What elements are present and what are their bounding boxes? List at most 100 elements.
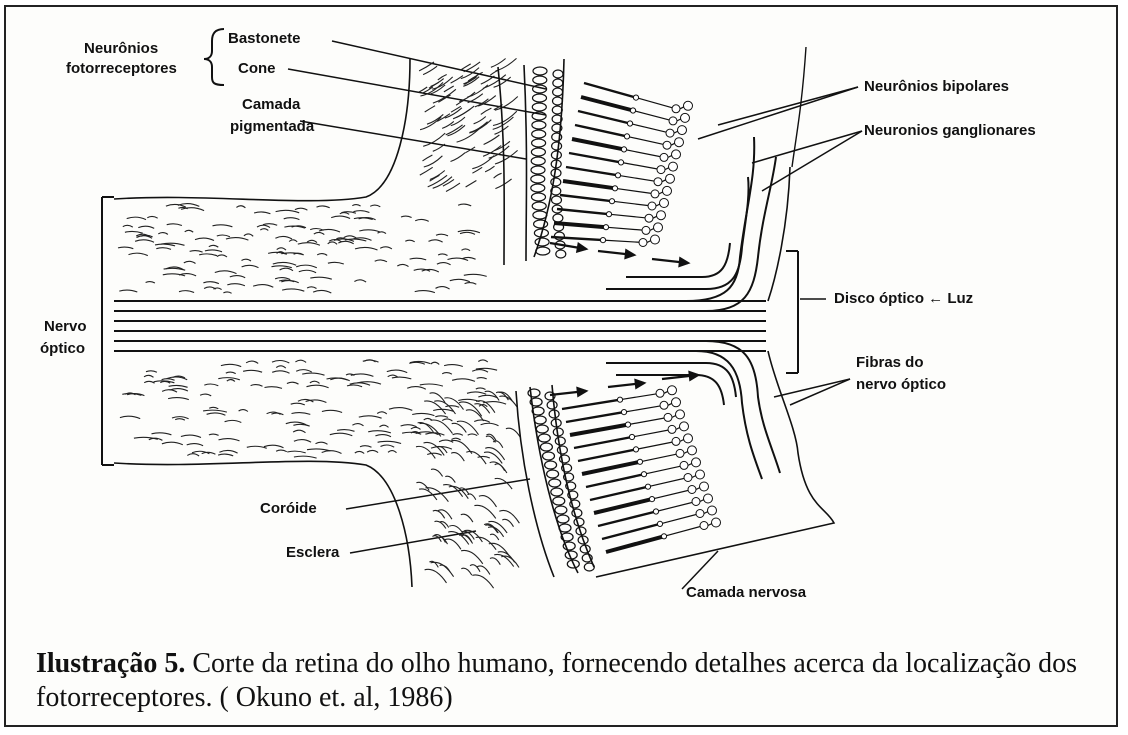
bipolar-neuron — [645, 214, 653, 222]
texture-stroke — [477, 378, 487, 379]
texture-stroke — [381, 445, 395, 447]
pigment-cell — [532, 103, 546, 111]
ganglion-neuron — [675, 138, 684, 147]
receptor-axon — [664, 526, 704, 537]
texture-stroke — [242, 259, 252, 261]
pigment-cell — [553, 214, 563, 222]
pigment-cell — [572, 509, 582, 517]
rod-cell — [560, 195, 612, 201]
texture-stroke — [438, 254, 447, 256]
texture-stroke — [199, 254, 217, 256]
texture-stroke — [293, 430, 305, 432]
texture-stroke — [359, 416, 382, 418]
texture-stroke — [453, 434, 463, 436]
texture-stroke — [446, 183, 460, 191]
texture-stroke — [424, 401, 445, 414]
texture-stroke — [272, 266, 292, 268]
texture-stroke — [405, 240, 414, 242]
rod-cell — [569, 153, 621, 162]
cone-cell — [581, 97, 633, 111]
receptor-nucleus — [633, 447, 638, 452]
texture-stroke — [296, 370, 312, 372]
texture-stroke — [445, 406, 459, 408]
ganglion-neuron — [657, 211, 666, 220]
texture-stroke — [162, 379, 175, 381]
ganglion-neuron — [678, 126, 687, 135]
texture-stroke — [337, 430, 354, 432]
texture-stroke — [338, 241, 353, 243]
rod-cell — [578, 111, 630, 124]
texture-stroke — [218, 454, 233, 456]
bipolar-neuron — [672, 105, 680, 113]
disco-optico-bracket — [786, 251, 798, 373]
receptor-axon — [603, 240, 643, 242]
receptor-axon — [624, 405, 664, 412]
texture-stroke — [452, 379, 475, 382]
texture-stroke — [209, 245, 219, 247]
receptor-axon — [636, 441, 676, 449]
texture-stroke — [257, 225, 270, 227]
bipolar-neuron — [660, 153, 668, 161]
texture-stroke — [190, 251, 203, 253]
texture-stroke — [221, 364, 241, 366]
texture-stroke — [299, 270, 316, 272]
label-cone: Cone — [238, 60, 276, 77]
receptor-nucleus — [625, 422, 630, 427]
texture-stroke — [346, 374, 354, 376]
rod-cell — [590, 487, 648, 500]
cone-cell — [606, 536, 664, 552]
texture-stroke — [330, 378, 349, 381]
texture-stroke — [307, 385, 329, 388]
texture-stroke — [450, 279, 470, 281]
receptor-nucleus — [606, 212, 611, 217]
texture-stroke — [355, 451, 364, 453]
pigment-cell — [553, 497, 565, 505]
label-bastonete: Bastonete — [228, 30, 301, 47]
receptor-axon — [630, 124, 670, 134]
texture-stroke — [495, 126, 509, 134]
texture-stroke — [209, 434, 219, 435]
pigment-cell — [547, 401, 557, 409]
texture-stroke — [120, 416, 140, 418]
texture-stroke — [499, 396, 517, 407]
texture-stroke — [284, 218, 300, 220]
texture-stroke — [277, 248, 286, 250]
cone-cell — [554, 223, 606, 227]
texture-stroke — [298, 243, 320, 246]
texture-stroke — [490, 558, 500, 565]
receptor-axon — [633, 111, 673, 121]
texture-stroke — [458, 204, 471, 206]
texture-stroke — [287, 451, 306, 453]
texture-stroke — [474, 117, 486, 124]
pigment-cell — [545, 461, 557, 469]
texture-stroke — [491, 59, 506, 68]
texture-stroke — [465, 283, 477, 285]
texture-stroke — [152, 433, 172, 435]
label-camada-nervosa: Camada nervosa — [686, 584, 807, 601]
bipolar-neuron — [696, 510, 704, 518]
pigment-cell — [551, 488, 563, 496]
label-neuronios-ganglionares: Neuronios ganglionares — [864, 122, 1036, 139]
texture-stroke — [310, 277, 332, 279]
pigment-cell — [535, 238, 549, 246]
pigment-cell — [584, 563, 594, 571]
texture-stroke — [479, 496, 497, 507]
label-neuronios-bipolares: Neurônios bipolares — [864, 78, 1009, 95]
texture-stroke — [276, 366, 286, 368]
svg-text:Neurônios: Neurônios — [84, 40, 158, 57]
ganglion-neuron — [669, 162, 678, 171]
texture-stroke — [447, 125, 465, 136]
light-arrowhead — [626, 250, 635, 258]
nervo-optico-bracket — [102, 197, 114, 465]
texture-stroke — [474, 420, 490, 422]
ganglion-neuron — [663, 186, 672, 195]
texture-stroke — [155, 244, 175, 246]
ganglion-neuron — [680, 422, 689, 431]
pigment-cell — [531, 175, 545, 183]
ganglion-neuron — [692, 458, 701, 467]
texture-stroke — [461, 514, 473, 522]
receptor-nucleus — [615, 173, 620, 178]
ganglion-neuron — [684, 101, 693, 110]
texture-stroke — [294, 456, 317, 458]
cone-cell — [582, 462, 640, 474]
